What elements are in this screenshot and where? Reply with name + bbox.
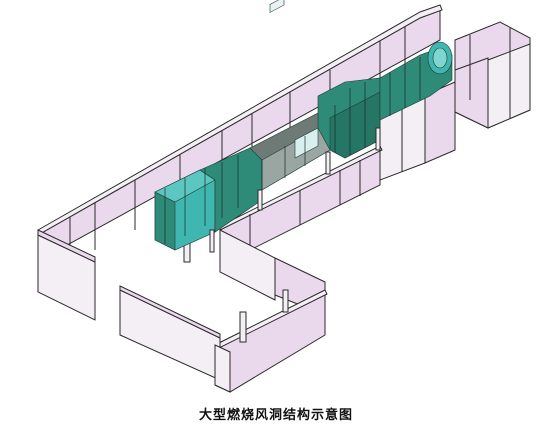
wind-tunnel-diagram bbox=[37, 0, 531, 393]
right-end-rooms bbox=[379, 21, 531, 181]
duct-supports bbox=[209, 127, 381, 253]
lower-room bbox=[37, 209, 328, 393]
duct-ribs bbox=[164, 57, 421, 244]
back-wall bbox=[37, 4, 443, 263]
figure-caption: 大型燃烧风洞结构示意图 bbox=[198, 408, 353, 423]
